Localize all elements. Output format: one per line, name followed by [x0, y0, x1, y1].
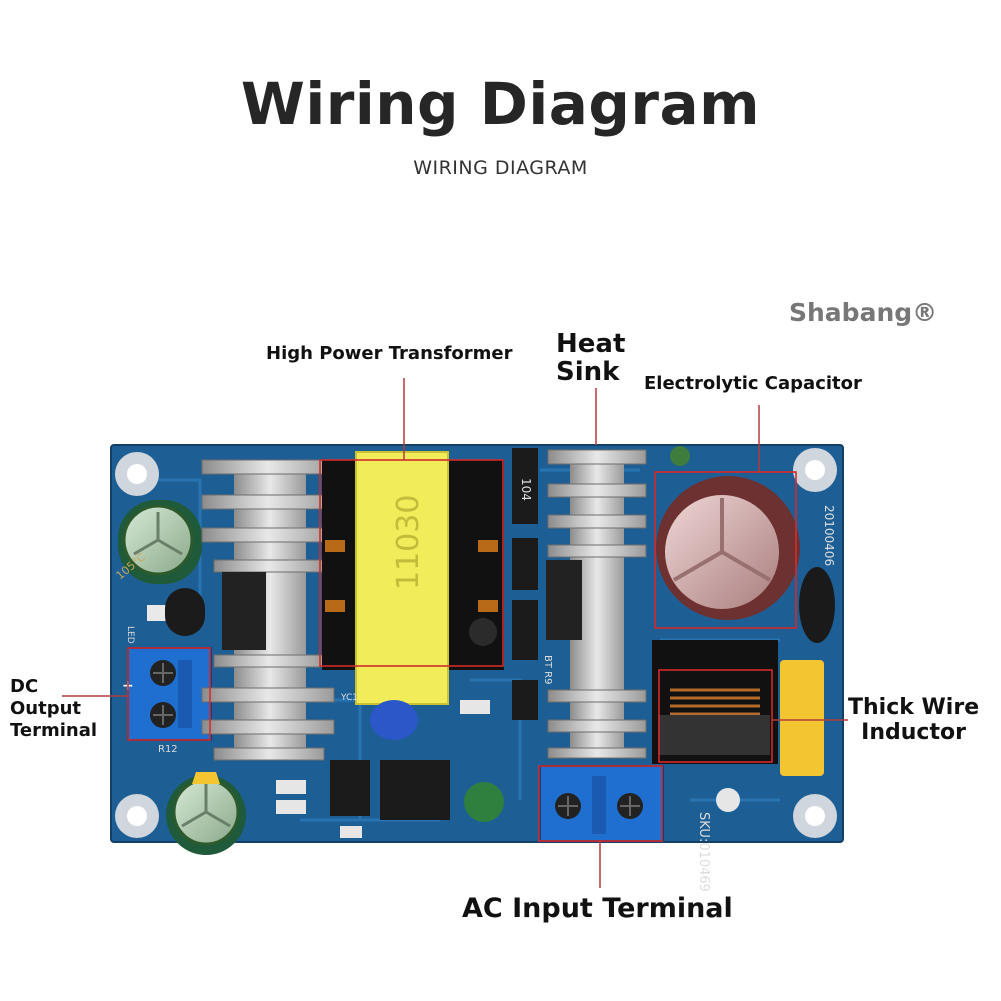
mounting-holes [115, 448, 837, 838]
chip-104-label: 104 [519, 478, 533, 501]
label-transformer: High Power Transformer [266, 343, 513, 364]
label-dc-line3: Terminal [10, 720, 98, 741]
heat-sink-left [201, 459, 335, 761]
label-dc-output: DC Output Terminal [10, 676, 97, 742]
dc-output-terminal-block: + R12 [122, 647, 212, 755]
small-capacitor-top-left: 105°C [114, 500, 202, 584]
svg-text:BT R9: BT R9 [542, 655, 553, 684]
inductor [652, 640, 778, 764]
small-capacitor-bottom-left [166, 772, 246, 855]
svg-text:LED: LED [125, 626, 135, 644]
label-ac-input: AC Input Terminal [462, 893, 733, 924]
transformer-code: 11030 [391, 495, 426, 590]
label-dc-line2: Output [10, 698, 82, 719]
ac-input-terminal-block [539, 765, 664, 842]
label-heat-sink-line2: Sink [556, 357, 620, 387]
label-heat-sink-line1: Heat [556, 329, 626, 359]
label-heat-sink: Heat Sink [556, 330, 625, 386]
page-title: Wiring Diagram [240, 70, 761, 138]
box-dc-terminal [127, 647, 211, 741]
label-inductor-line1: Thick Wire [848, 695, 980, 720]
page-subtitle: WIRING DIAGRAM [413, 157, 588, 179]
box-inductor [658, 669, 773, 763]
leader-lines [62, 378, 848, 888]
box-transformer [319, 459, 504, 667]
box-capacitor [654, 471, 797, 629]
label-inductor-line2: Inductor [861, 720, 966, 745]
brand-watermark: Shabang® [789, 298, 938, 327]
svg-text:YC1: YC1 [340, 693, 358, 703]
label-capacitor: Electrolytic Capacitor [644, 373, 862, 394]
heat-sink-right: BT R9 [542, 449, 647, 759]
electrolytic-capacitor: 20100406 [656, 446, 836, 643]
svg-text:20100406: 20100406 [822, 505, 836, 566]
sku-label: SKU:010469 [696, 812, 711, 892]
svg-text:R12: R12 [158, 744, 178, 755]
transformer: 11030 [322, 451, 504, 705]
label-dc-line1: DC [10, 676, 39, 697]
label-inductor: Thick Wire Inductor [848, 695, 979, 745]
